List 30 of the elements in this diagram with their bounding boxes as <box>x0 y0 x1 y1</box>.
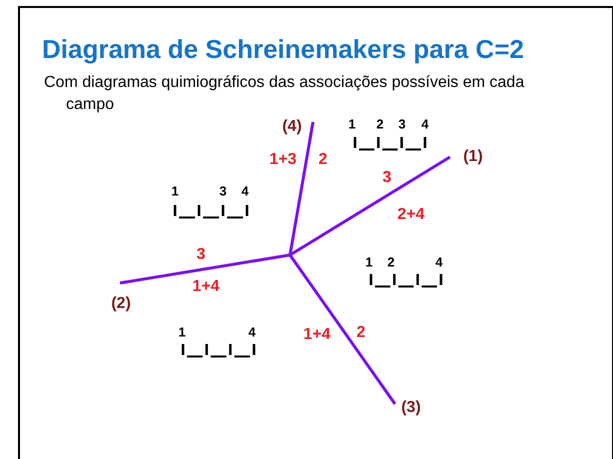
phase-label: 2+4 <box>397 207 425 223</box>
slide-title: Diagrama de Schreinemakers para C=2 <box>42 33 524 66</box>
component-number: 4 <box>435 256 443 268</box>
phase-label: 2 <box>318 152 328 168</box>
phase-label: 1+4 <box>192 279 220 295</box>
subtitle: Com diagramas quimiográficos das associações possíveis em cada campo <box>44 73 526 115</box>
component-number: 2 <box>376 118 384 130</box>
component-number: 3 <box>219 184 227 198</box>
component-number: 1 <box>178 326 186 338</box>
component-number: 2 <box>387 256 395 268</box>
component-number: 1 <box>348 118 356 130</box>
phase-label: 1+3 <box>269 152 297 168</box>
reaction-label: (1) <box>463 149 483 165</box>
component-number: 1 <box>171 184 179 198</box>
phase-label: 3 <box>382 170 392 186</box>
reaction-label: (2) <box>111 296 131 312</box>
reaction-label: (4) <box>282 119 302 135</box>
phase-boundary-line <box>288 122 314 256</box>
phase-boundary-line <box>289 156 451 256</box>
phase-label: 2 <box>356 325 366 341</box>
component-number: 4 <box>241 184 249 198</box>
phase-boundary-line <box>120 254 290 284</box>
component-number: 4 <box>248 326 256 338</box>
component-number: 1 <box>365 256 373 268</box>
phase-label: 3 <box>196 247 206 263</box>
reaction-label: (3) <box>401 400 421 416</box>
component-number: 4 <box>421 118 429 130</box>
phase-boundary-line <box>288 254 396 405</box>
component-number: 3 <box>398 118 406 130</box>
phase-label: 1+4 <box>303 327 331 343</box>
